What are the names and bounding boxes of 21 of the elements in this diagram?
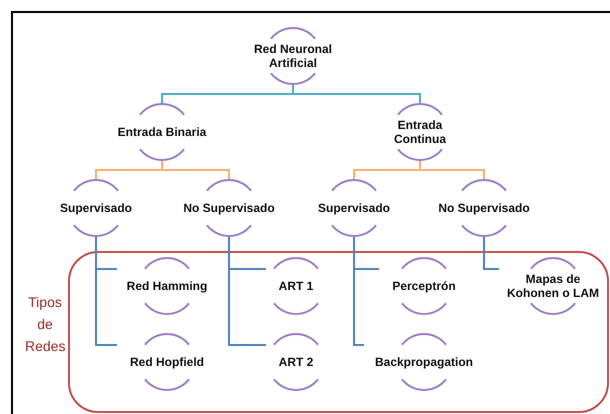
tree-node: No Supervisado bbox=[174, 180, 284, 236]
tree-node: Red Hopfield bbox=[117, 334, 217, 390]
tree-node: Mapas de Kohonen o LAM bbox=[499, 258, 607, 314]
connector-line bbox=[483, 236, 499, 270]
connector-line bbox=[161, 160, 230, 180]
tree-node: Perceptrón bbox=[379, 258, 469, 314]
tree-node: Supervisado bbox=[51, 180, 141, 236]
tree-node: Entrada Binaria bbox=[107, 104, 217, 160]
tree-node: Backpropagation bbox=[364, 334, 484, 390]
connector-line bbox=[353, 236, 364, 346]
tree-node: No Supervisado bbox=[429, 180, 539, 236]
connector-line bbox=[419, 160, 485, 180]
group-label: Tipos de Redes bbox=[25, 293, 65, 356]
tree-node: ART 2 bbox=[266, 334, 326, 390]
connector-line bbox=[95, 236, 117, 346]
tree-node: Supervisado bbox=[309, 180, 399, 236]
tree-node: Red Hamming bbox=[117, 258, 217, 314]
tree-node: Entrada Continua bbox=[380, 104, 460, 160]
tree-node: ART 1 bbox=[266, 258, 326, 314]
tree-node: Red Neuronal Artificial bbox=[243, 28, 343, 84]
connector-line bbox=[292, 84, 421, 104]
